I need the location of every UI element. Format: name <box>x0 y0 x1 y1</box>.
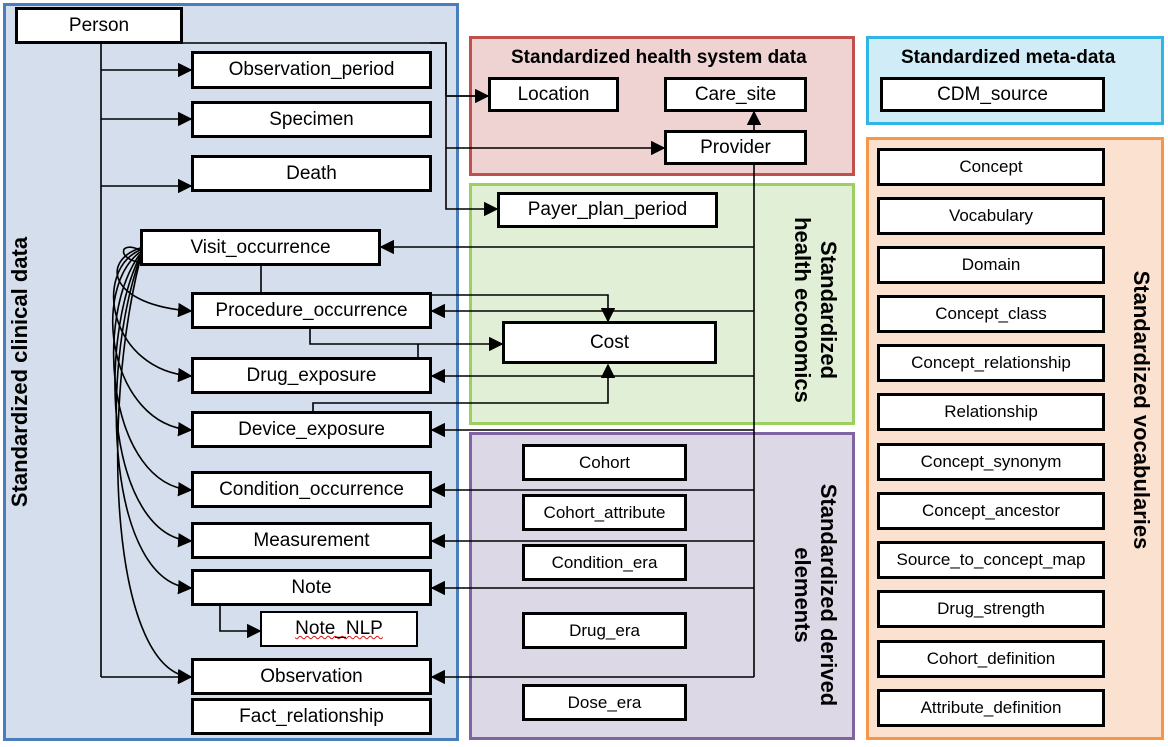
cost-table[interactable]: Cost <box>502 321 717 364</box>
note-nlp-label: Note_NLP <box>295 618 383 639</box>
cdm-source-table[interactable]: CDM_source <box>880 77 1105 112</box>
drug-exposure-table[interactable]: Drug_exposure <box>191 357 432 394</box>
care-site-table[interactable]: Care_site <box>664 77 807 112</box>
vocabulary-table[interactable]: Vocabulary <box>877 197 1105 235</box>
concept-table[interactable]: Concept <box>877 148 1105 186</box>
note-table[interactable]: Note <box>191 569 432 606</box>
condition-occurrence-table[interactable]: Condition_occurrence <box>191 471 432 508</box>
procedure-occurrence-table[interactable]: Procedure_occurrence <box>191 292 432 329</box>
domain-table[interactable]: Domain <box>877 246 1105 284</box>
measurement-table[interactable]: Measurement <box>191 522 432 559</box>
health-system-title: Standardized health system data <box>511 47 807 68</box>
cohort-attribute-table[interactable]: Cohort_attribute <box>522 494 687 531</box>
drug-era-table[interactable]: Drug_era <box>522 612 687 649</box>
concept-synonym-table[interactable]: Concept_synonym <box>877 443 1105 481</box>
note-nlp-table[interactable]: Note_NLP <box>260 611 418 647</box>
relationship-table[interactable]: Relationship <box>877 393 1105 431</box>
drug-strength-table[interactable]: Drug_strength <box>877 590 1105 628</box>
concept-relationship-table[interactable]: Concept_relationship <box>877 344 1105 382</box>
provider-table[interactable]: Provider <box>664 130 807 165</box>
death-table[interactable]: Death <box>191 155 432 192</box>
condition-era-table[interactable]: Condition_era <box>522 544 687 581</box>
visit-occurrence-table[interactable]: Visit_occurrence <box>140 229 381 266</box>
payer-plan-period-table[interactable]: Payer_plan_period <box>497 192 718 228</box>
attribute-definition-table[interactable]: Attribute_definition <box>877 689 1105 727</box>
device-exposure-table[interactable]: Device_exposure <box>191 411 432 448</box>
concept-ancestor-table[interactable]: Concept_ancestor <box>877 492 1105 530</box>
observation-table[interactable]: Observation <box>191 658 432 695</box>
cohort-definition-table[interactable]: Cohort_definition <box>877 640 1105 678</box>
source-to-concept-map-table[interactable]: Source_to_concept_map <box>877 541 1105 579</box>
meta-data-title: Standardized meta-data <box>901 47 1116 68</box>
specimen-table[interactable]: Specimen <box>191 101 432 138</box>
person-table[interactable]: Person <box>15 7 183 44</box>
observation-period-table[interactable]: Observation_period <box>191 51 432 89</box>
cohort-table[interactable]: Cohort <box>522 444 687 481</box>
dose-era-table[interactable]: Dose_era <box>522 684 687 721</box>
vocabularies-panel <box>866 137 1164 740</box>
concept-class-table[interactable]: Concept_class <box>877 295 1105 333</box>
location-table[interactable]: Location <box>488 77 619 112</box>
fact-relationship-table[interactable]: Fact_relationship <box>191 698 432 735</box>
